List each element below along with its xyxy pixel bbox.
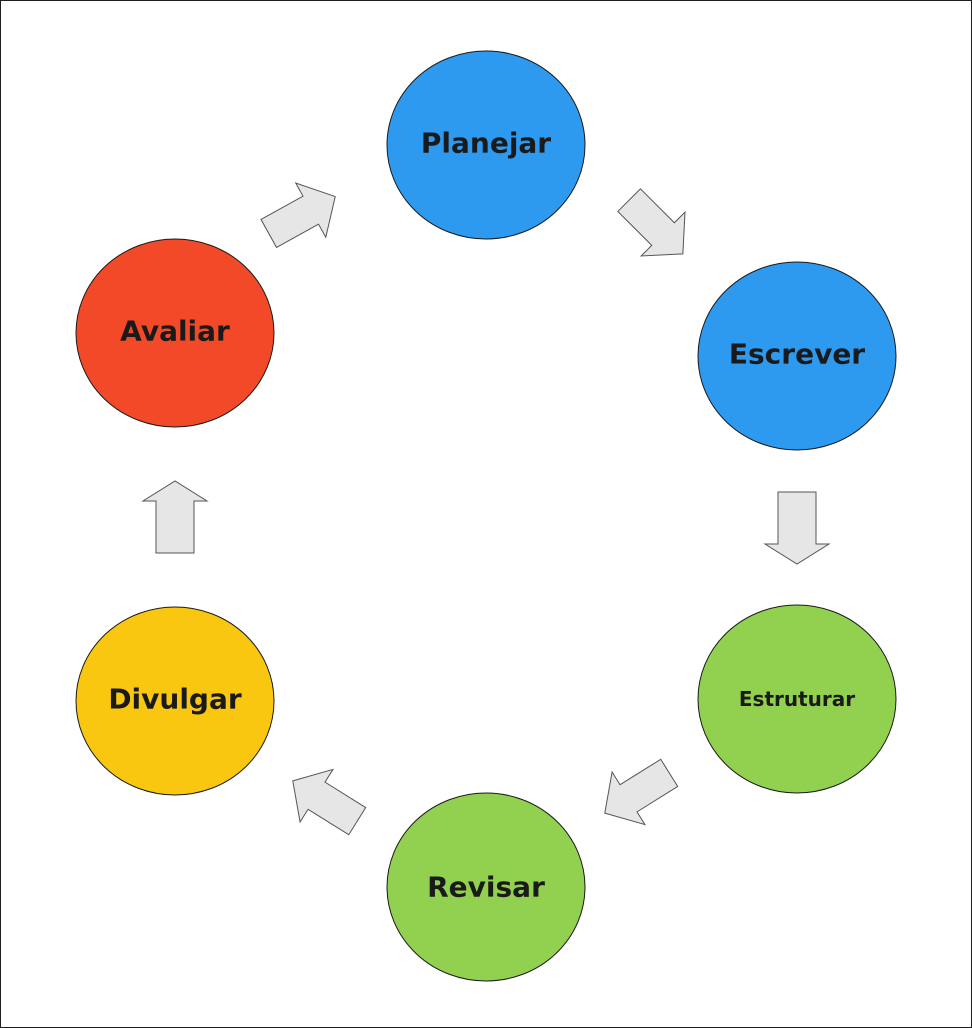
node-escrever-circle [697, 261, 897, 451]
arrow-escrever-to-estruturar [763, 491, 831, 565]
arrow-revisar-to-divulgar-shape [292, 768, 367, 836]
arrow-revisar-to-divulgar [292, 768, 367, 836]
node-avaliar-circle [75, 238, 275, 428]
arrow-estruturar-to-revisar-shape [604, 758, 679, 826]
node-estruturar: Estruturar [697, 604, 897, 794]
node-planejar: Planejar [386, 50, 586, 240]
arrow-divulgar-to-avaliar-shape [141, 480, 209, 554]
node-revisar-circle [386, 792, 586, 982]
node-estruturar-circle [697, 604, 897, 794]
node-planejar-label: Planejar [421, 127, 551, 160]
node-escrever: Escrever [697, 261, 897, 451]
node-divulgar-label: Divulgar [108, 683, 242, 716]
arrow-planejar-to-escrever [617, 188, 686, 257]
arrow-estruturar-to-revisar [604, 758, 679, 826]
node-estruturar-label: Estruturar [739, 687, 855, 711]
node-revisar-label: Revisar [427, 871, 545, 904]
node-divulgar-circle [75, 606, 275, 796]
arrow-escrever-to-estruturar-shape [763, 491, 831, 565]
arrow-planejar-to-escrever-shape [617, 188, 686, 257]
node-divulgar: Divulgar [75, 606, 275, 796]
node-revisar: Revisar [386, 792, 586, 982]
node-escrever-label: Escrever [729, 338, 865, 371]
node-avaliar-label: Avaliar [120, 315, 230, 348]
node-planejar-circle [386, 50, 586, 240]
arrow-avaliar-to-planejar [260, 182, 336, 249]
arrow-avaliar-to-planejar-shape [260, 182, 336, 249]
arrow-divulgar-to-avaliar [141, 480, 209, 554]
node-avaliar: Avaliar [75, 238, 275, 428]
